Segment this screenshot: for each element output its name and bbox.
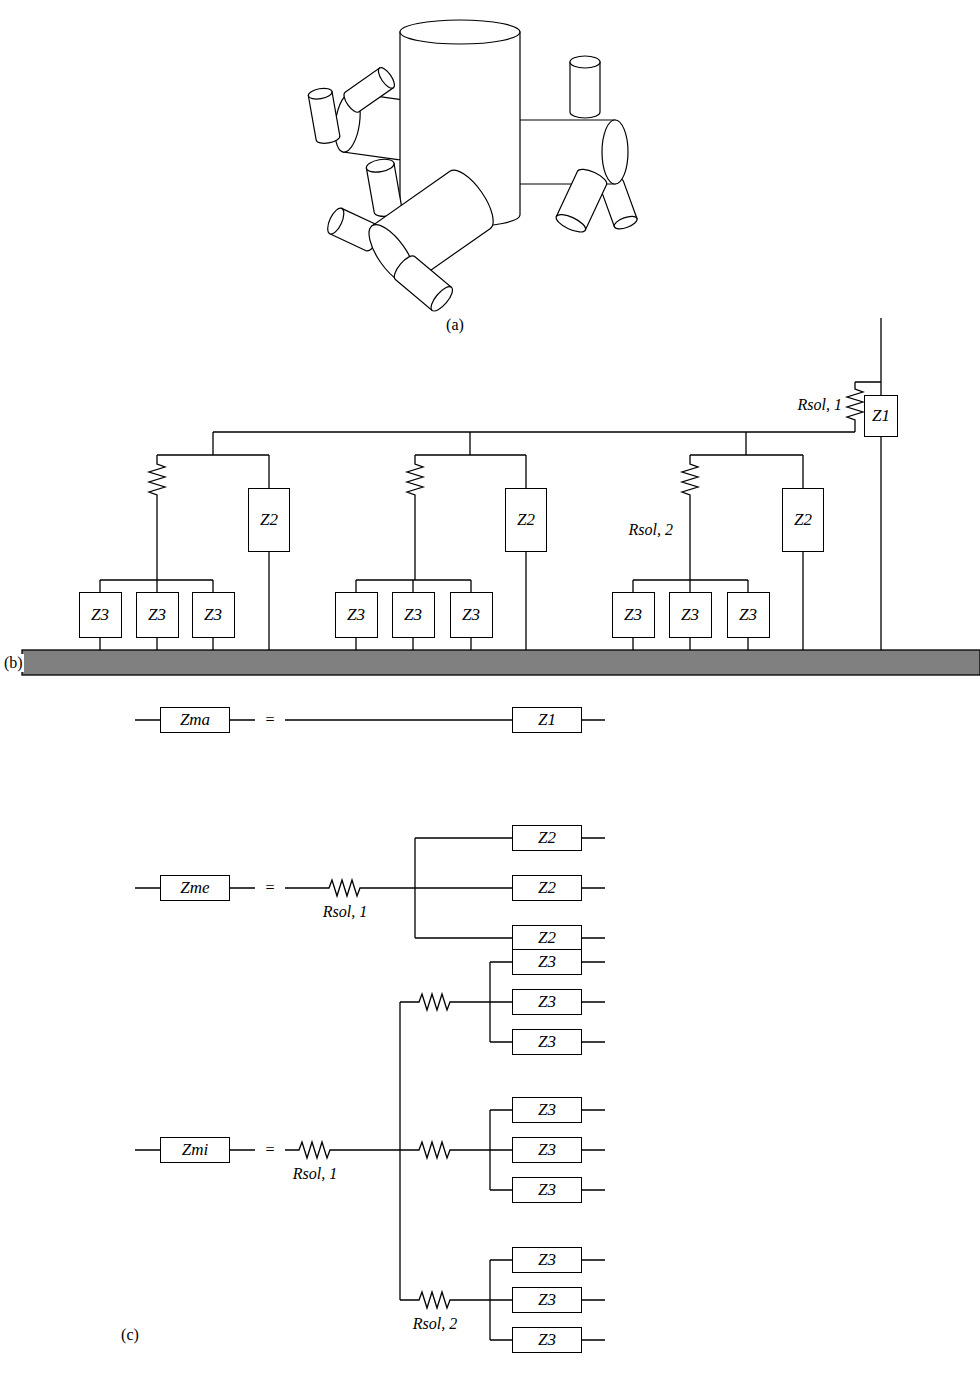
- resistor-symbol: [407, 460, 423, 500]
- impedance-name: Z3: [538, 1181, 556, 1200]
- impedance-box: Z3: [512, 1137, 582, 1163]
- impedance-name: Z3: [538, 1331, 556, 1350]
- equals-sign: =: [264, 1141, 275, 1159]
- impedance-box: Zmi: [160, 1137, 230, 1163]
- impedance-name: Zme: [180, 879, 209, 898]
- impedance-name: Z3: [148, 606, 166, 625]
- impedance-name: Z2: [538, 879, 556, 898]
- impedance-name: Z3: [624, 606, 642, 625]
- equivalent-wires: [135, 720, 605, 1340]
- impedance-box: Z3: [512, 1029, 582, 1055]
- impedance-name: Z1: [538, 711, 556, 730]
- impedance-box: Z3: [136, 592, 179, 638]
- impedance-name: Z3: [347, 606, 365, 625]
- impedance-box: Z2: [782, 488, 824, 552]
- impedance-name: Z3: [681, 606, 699, 625]
- impedance-name: Zmi: [182, 1141, 208, 1160]
- impedance-box: Z3: [335, 592, 378, 638]
- impedance-name: Z3: [739, 606, 757, 625]
- impedance-box: Z1: [512, 707, 582, 733]
- impedance-name: Z3: [204, 606, 222, 625]
- impedance-box: Z2: [512, 925, 582, 951]
- impedance-box: Z3: [79, 592, 122, 638]
- resistor-symbol: [295, 1142, 335, 1158]
- impedance-box: Z2: [505, 488, 547, 552]
- impedance-name: Z3: [538, 1101, 556, 1120]
- resistor-symbol: [847, 385, 863, 425]
- impedance-box: Z3: [192, 592, 235, 638]
- equals-sign: =: [264, 711, 275, 729]
- impedance-box: Z3: [512, 1177, 582, 1203]
- impedance-name: Z3: [538, 1291, 556, 1310]
- impedance-name: Z2: [538, 829, 556, 848]
- impedance-box: Z3: [512, 1097, 582, 1123]
- circuit-wires: [100, 318, 881, 650]
- panel-label: (b): [3, 654, 24, 672]
- impedance-name: Z3: [404, 606, 422, 625]
- impedance-box: Z3: [512, 1247, 582, 1273]
- impedance-box: Zma: [160, 707, 230, 733]
- impedance-box: Z2: [248, 488, 290, 552]
- impedance-name: Zma: [180, 711, 210, 730]
- impedance-box: Z3: [392, 592, 435, 638]
- resistor-label: Rsol, 2: [412, 1315, 458, 1333]
- resistor-symbol: [682, 460, 698, 500]
- resistor-label: Rsol, 1: [797, 396, 843, 414]
- impedance-box: Z3: [612, 592, 655, 638]
- impedance-box: Z3: [512, 1327, 582, 1353]
- resistor-label: Rsol, 1: [292, 1165, 338, 1183]
- impedance-name: Z3: [538, 1141, 556, 1160]
- resistor-symbol: [415, 1292, 455, 1308]
- impedance-name: Z2: [794, 511, 812, 530]
- impedance-box: Z3: [512, 989, 582, 1015]
- impedance-name: Z2: [260, 511, 278, 530]
- panel-label: (a): [445, 316, 465, 334]
- impedance-name: Z3: [538, 993, 556, 1012]
- equals-sign: =: [264, 879, 275, 897]
- resistor-symbol: [149, 460, 165, 500]
- impedance-box: Z1: [864, 395, 898, 437]
- panel-label: (c): [120, 1326, 140, 1344]
- impedance-box: Z3: [669, 592, 712, 638]
- impedance-box: Z2: [512, 825, 582, 851]
- impedance-box: Z3: [450, 592, 493, 638]
- impedance-box: Zme: [160, 875, 230, 901]
- impedance-name: Z3: [538, 1033, 556, 1052]
- impedance-name: Z3: [462, 606, 480, 625]
- resistor-label: Rsol, 2: [628, 521, 674, 539]
- electrode-base: [22, 650, 980, 675]
- impedance-name: Z3: [538, 953, 556, 972]
- impedance-name: Z2: [517, 511, 535, 530]
- impedance-name: Z2: [538, 929, 556, 948]
- impedance-name: Z3: [91, 606, 109, 625]
- resistor-symbol: [415, 994, 455, 1010]
- impedance-name: Z3: [538, 1251, 556, 1270]
- resistor-symbol: [325, 880, 365, 896]
- resistor-symbol: [415, 1142, 455, 1158]
- electrode-illustration: [307, 20, 638, 314]
- resistor-label: Rsol, 1: [322, 903, 368, 921]
- impedance-box: Z3: [512, 949, 582, 975]
- impedance-box: Z3: [727, 592, 770, 638]
- impedance-box: Z2: [512, 875, 582, 901]
- impedance-box: Z3: [512, 1287, 582, 1313]
- impedance-name: Z1: [872, 407, 890, 426]
